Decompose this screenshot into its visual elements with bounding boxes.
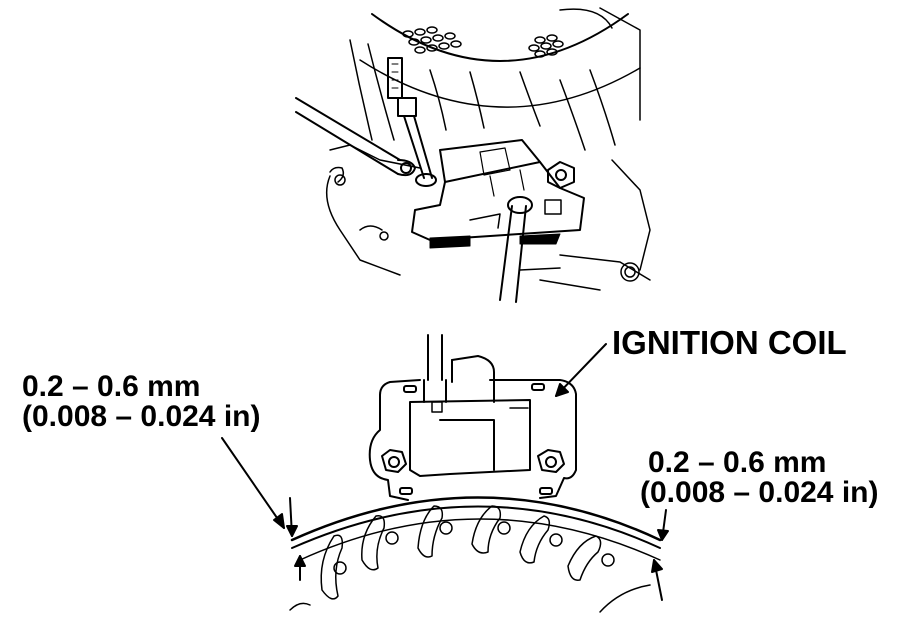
- top-engine-illustration: [295, 7, 651, 303]
- leader-lines: [221, 343, 669, 601]
- feeler-wrench: [295, 97, 416, 177]
- coil-top-nut: [547, 161, 575, 189]
- left-gap-in-label: (0.008 – 0.024 in): [22, 400, 261, 433]
- spark-plug-wire: [499, 205, 527, 303]
- bolt: [387, 57, 437, 187]
- flywheel-holes: [333, 521, 615, 575]
- ignition-coil-label: IGNITION COIL: [612, 324, 847, 361]
- bottom-coil-illustration: [289, 334, 662, 613]
- coil-top-body: [411, 139, 585, 241]
- left-gap-mm-label: 0.2 – 0.6 mm: [22, 370, 201, 403]
- coil-nut-left: [381, 449, 407, 473]
- right-gap-mm-label: 0.2 – 0.6 mm: [648, 446, 827, 479]
- right-gap-in-label: (0.008 – 0.024 in): [640, 476, 879, 509]
- flywheel-holes-right: [528, 34, 564, 58]
- flywheel-holes-left: [402, 26, 462, 54]
- cooling-fins: [349, 39, 616, 151]
- flywheel-slots: [320, 505, 602, 600]
- coil-nut-right: [537, 449, 565, 473]
